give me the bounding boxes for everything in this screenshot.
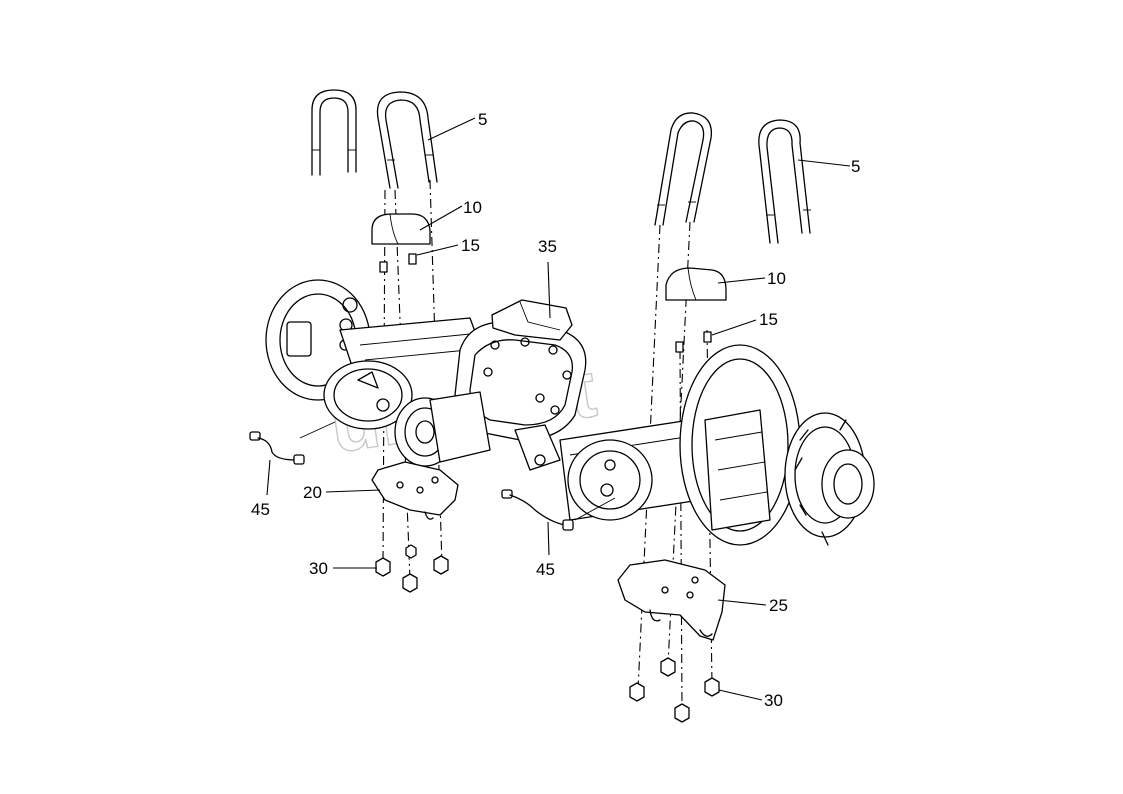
- callout-5-left: 5: [478, 110, 487, 129]
- callout-15-left: 15: [461, 236, 480, 255]
- nuts-right: [629, 657, 720, 723]
- spring-plate-right: [617, 559, 726, 641]
- leader-lines: [266, 117, 851, 701]
- callout-20: 20: [303, 483, 322, 502]
- spring-pad-right: [665, 267, 727, 301]
- pins-left: [379, 253, 417, 273]
- u-bolt-left-a: [311, 89, 357, 176]
- nuts-left: [375, 544, 449, 593]
- callout-10-right: 10: [767, 269, 786, 288]
- callout-45-center: 45: [536, 560, 555, 579]
- spring-plate-left: [371, 461, 459, 520]
- callout-10-left: 10: [463, 198, 482, 217]
- callout-25: 25: [769, 596, 788, 615]
- callout-30-right: 30: [764, 691, 783, 710]
- u-bolt-right-b: [758, 119, 811, 244]
- callout-15-right: 15: [759, 310, 778, 329]
- sensor-cable-center: [501, 489, 616, 531]
- spring-pad-left: [371, 213, 431, 245]
- axle-housing: [265, 279, 875, 546]
- callout-labels: 5 5 10 10 15 15 35 20 25 30 30 45 45: [251, 110, 860, 710]
- callout-35: 35: [538, 237, 557, 256]
- u-bolt-right-a: [654, 112, 713, 226]
- pins-right: [675, 331, 712, 353]
- sensor-cable-left: [249, 421, 336, 465]
- callout-5-right: 5: [851, 157, 860, 176]
- callout-45-left: 45: [251, 500, 270, 519]
- callout-30-left: 30: [309, 559, 328, 578]
- u-bolt-left-b: [376, 91, 438, 189]
